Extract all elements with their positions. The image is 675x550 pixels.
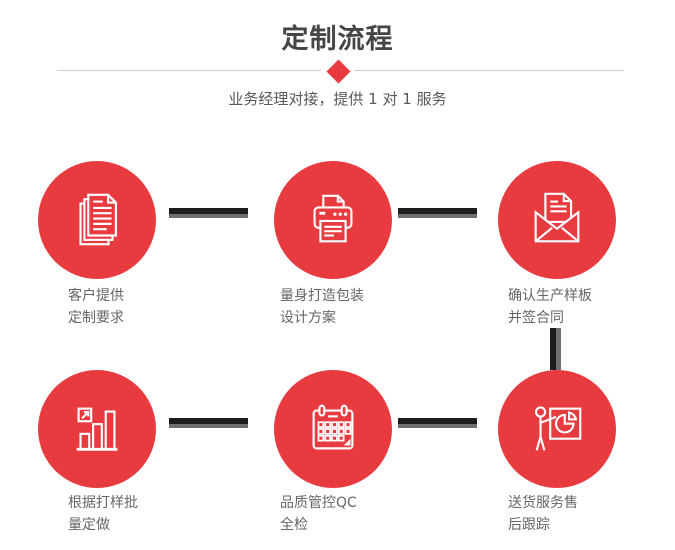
printer-icon	[313, 194, 353, 243]
step-label-6-line1: 送货服务售	[508, 495, 578, 511]
calendar-icon	[312, 404, 354, 450]
diamond-accent	[321, 54, 355, 88]
step-label-1-line1: 客户提供	[68, 288, 124, 304]
step-label-4-line1: 根据打样批	[68, 495, 138, 511]
step-label-1: 客户提供 定制要求	[68, 285, 124, 329]
step-circle-3	[498, 161, 616, 279]
connector-step4-step5	[169, 418, 248, 428]
step-label-6: 送货服务售 后跟踪	[508, 492, 578, 536]
step-label-6-line2: 后跟踪	[508, 517, 550, 533]
section-subtitle: 业务经理对接，提供 1 对 1 服务	[228, 90, 447, 108]
step-circle-6	[498, 370, 616, 488]
step-label-5-line2: 全检	[280, 517, 308, 533]
step-label-2-line2: 设计方案	[280, 310, 336, 326]
envelope-letter-icon	[534, 192, 580, 243]
connector-step1-step2	[169, 208, 248, 218]
step-label-2-line1: 量身打造包装	[280, 288, 364, 304]
step-label-3-line1: 确认生产样板	[508, 288, 592, 304]
presentation-icon	[534, 406, 582, 451]
page-title: 定制流程	[281, 24, 394, 55]
connector-step2-step3	[398, 208, 477, 218]
step-label-5: 品质管控QC 全检	[280, 492, 357, 536]
connector-step3-step6	[550, 328, 561, 370]
step-label-4: 根据打样批 量定做	[68, 492, 138, 536]
growth-bar-chart-icon	[76, 407, 118, 451]
step-label-5-line1: 品质管控QC	[280, 495, 357, 511]
step-label-4-line2: 量定做	[68, 517, 110, 533]
step-label-2: 量身打造包装 设计方案	[280, 285, 364, 329]
step-label-3-line2: 并签合同	[508, 310, 564, 326]
step-circle-2	[274, 161, 392, 279]
step-label-3: 确认生产样板 并签合同	[508, 285, 592, 329]
step-circle-1	[38, 161, 156, 279]
connector-step5-step6	[398, 418, 477, 428]
diamond-icon	[325, 58, 351, 84]
step-label-1-line2: 定制要求	[68, 310, 124, 326]
step-circle-4	[38, 370, 156, 488]
documents-icon	[79, 193, 117, 246]
step-circle-5	[274, 370, 392, 488]
